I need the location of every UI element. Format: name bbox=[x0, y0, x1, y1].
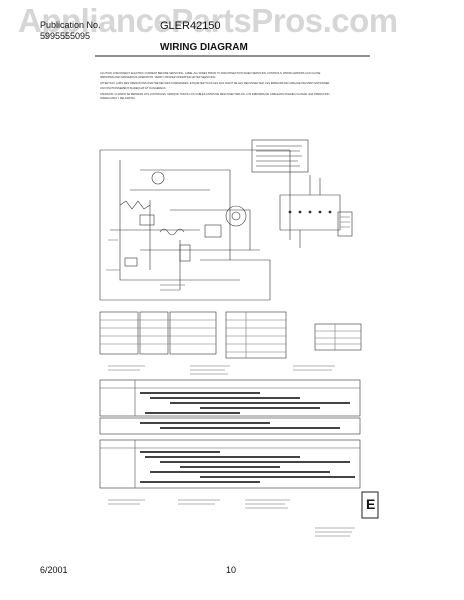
caution-french: ATTENTION: LORS DES OPERATIONS D'ENTRETI… bbox=[100, 82, 330, 90]
caution-spanish: ATENCION: CUANDO SE REPARAN LOS CONTROLE… bbox=[100, 92, 330, 101]
watermark-logo: AppliancePartsPros.com bbox=[18, 2, 398, 39]
timing-chart-2 bbox=[99, 439, 361, 489]
caution-english: CAUTION: DISCONNECT ELECTRIC CURRENT BEF… bbox=[100, 72, 321, 80]
notes-box bbox=[251, 139, 309, 173]
publication-info: Publication No. 5995555095 bbox=[40, 20, 101, 42]
timing-chart-1 bbox=[99, 379, 361, 417]
caution-block: CAUTION: DISCONNECT ELECTRIC CURRENT BEF… bbox=[100, 72, 330, 101]
model-number: GLER42150 bbox=[160, 20, 221, 32]
page-number: 10 bbox=[226, 565, 237, 575]
publication-label: Publication No. bbox=[40, 20, 101, 30]
footer-date: 6/2001 bbox=[40, 565, 68, 575]
page-title: WIRING DIAGRAM bbox=[160, 42, 248, 53]
publication-number: 5995555095 bbox=[40, 31, 91, 41]
corner-mark: E bbox=[366, 496, 376, 512]
